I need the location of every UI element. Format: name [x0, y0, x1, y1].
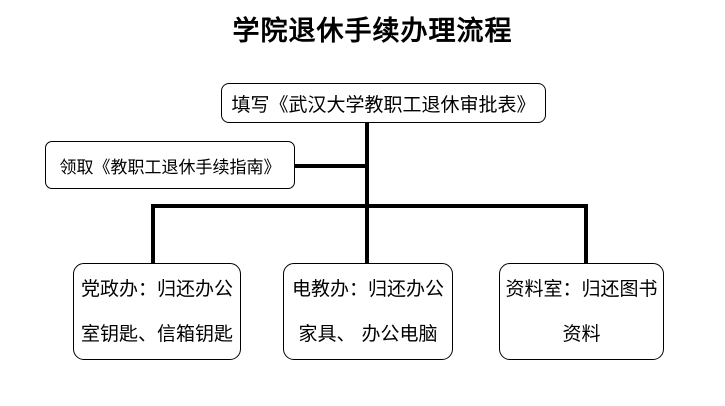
node-reference-room: 资料室：归还图书 资料	[499, 263, 664, 360]
node-fill-approval-form-label: 填写《武汉大学教职工退休审批表》	[231, 93, 536, 116]
node-party-admin-office-line1: 党政办：归还办公	[80, 277, 233, 300]
node-reference-room-line2: 资料	[562, 322, 601, 345]
connector-side-box-line	[294, 164, 367, 168]
diagram-title: 学院退休手续办理流程	[232, 16, 513, 47]
connector-drop-left-line	[151, 204, 155, 264]
connector-distribution-line	[151, 204, 588, 208]
node-receive-guide: 领取《教职工退休手续指南》	[45, 141, 295, 189]
connector-drop-right-line	[584, 204, 588, 264]
node-party-admin-office-line2: 室钥匙、信箱钥匙	[80, 322, 233, 345]
node-e-education-office-line2: 家具、 办公电脑	[298, 322, 438, 345]
node-e-education-office-line1: 电教办：归还办公	[291, 277, 444, 300]
node-receive-guide-label: 领取《教职工退休手续指南》	[59, 157, 281, 178]
node-party-admin-office: 党政办：归还办公 室钥匙、信箱钥匙	[73, 263, 241, 360]
node-e-education-office: 电教办：归还办公 家具、 办公电脑	[283, 263, 453, 360]
connector-main-vertical-line	[365, 121, 369, 264]
node-reference-room-line1: 资料室：归还图书	[505, 277, 658, 300]
node-fill-approval-form: 填写《武汉大学教职工退休审批表》	[221, 83, 546, 123]
